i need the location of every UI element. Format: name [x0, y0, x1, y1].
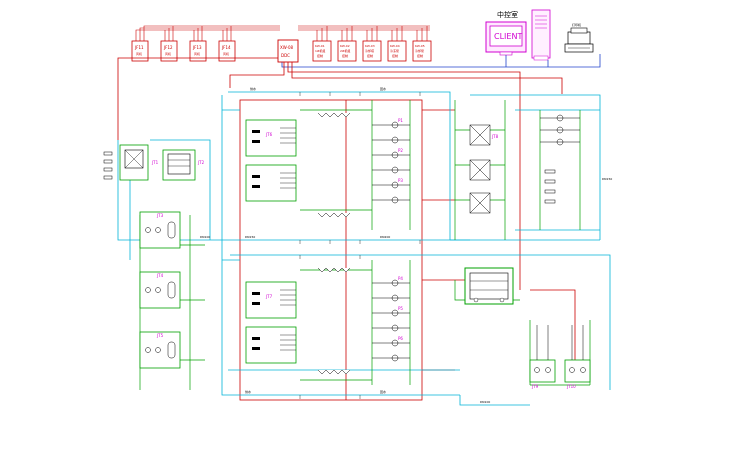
- svg-text:1#机组: 1#机组: [315, 48, 325, 53]
- top-right-panels: KW-01 1#机组 控制 KW-02 2#机组 控制 KW-03 冷却塔 控制…: [298, 25, 432, 62]
- svg-text:KW-01: KW-01: [315, 44, 325, 48]
- svg-text:P4: P4: [398, 276, 403, 281]
- svg-text:DN150: DN150: [602, 177, 612, 181]
- right-valve-stack[interactable]: [540, 114, 580, 204]
- panel-jf12[interactable]: JF12 风机: [160, 40, 178, 62]
- svg-text:JF14: JF14: [221, 45, 231, 50]
- svg-text:风机: 风机: [223, 51, 229, 56]
- cooling-tower-2-label: JT2: [197, 160, 205, 165]
- heat-exchanger-label: JT8: [491, 134, 499, 139]
- pump-rack-a[interactable]: JT9: [529, 325, 556, 389]
- printer[interactable]: 打印机: [564, 22, 594, 53]
- pump-column-lower[interactable]: [372, 279, 410, 362]
- ddc-label: DDC: [281, 53, 290, 58]
- top-left-panels: JF11 风机 JF12 风机 JF13 风机 JF14 风机: [131, 25, 280, 62]
- cooling-tower-2[interactable]: JT2: [162, 149, 205, 181]
- svg-text:DN100: DN100: [480, 400, 490, 404]
- svg-text:P2: P2: [398, 148, 403, 153]
- svg-text:DN100: DN100: [200, 235, 210, 239]
- panel-kw04[interactable]: KW-04 冷冻泵 控制: [387, 40, 407, 62]
- svg-text:冷冻泵: 冷冻泵: [390, 48, 399, 53]
- chiller-group-lower[interactable]: JT7: [245, 281, 297, 364]
- control-room-title: 中控室: [497, 10, 518, 19]
- svg-text:冷却塔: 冷却塔: [365, 48, 374, 53]
- pipe-labels: 供水 回水 DN150 DN200 供水 回水 DN100 DN100 DN15…: [200, 86, 612, 404]
- svg-text:风机: 风机: [165, 51, 171, 56]
- panel-kw03[interactable]: KW-03 冷却塔 控制: [362, 40, 382, 62]
- instrument-ticks: [299, 92, 421, 399]
- panel-jf11[interactable]: JF11 风机: [131, 40, 149, 62]
- client-label: CLIENT: [494, 32, 522, 41]
- svg-text:JF13: JF13: [192, 45, 202, 50]
- svg-text:控制: 控制: [392, 53, 398, 58]
- red-control-wiring: [117, 57, 576, 401]
- tank-3-label: JT5: [156, 333, 164, 338]
- svg-text:KW-05: KW-05: [415, 44, 425, 48]
- svg-text:冷却泵: 冷却泵: [415, 48, 424, 53]
- valve-row-markers: [317, 112, 351, 375]
- tank-1[interactable]: JT3: [139, 211, 181, 249]
- svg-text:2#机组: 2#机组: [340, 48, 350, 53]
- panel-jf14[interactable]: JF14 风机: [218, 40, 236, 62]
- svg-text:KW-02: KW-02: [340, 44, 350, 48]
- pump-rack-b[interactable]: JT10: [564, 325, 591, 389]
- tank-2-label: JT4: [156, 273, 164, 278]
- svg-text:KW-04: KW-04: [390, 44, 400, 48]
- panel-kw05[interactable]: KW-05 冷却泵 控制: [412, 40, 432, 62]
- ddc-panel[interactable]: XW-08 DDC: [277, 39, 299, 63]
- ddc-id: XW-08: [280, 45, 294, 50]
- svg-text:供水: 供水: [250, 86, 256, 91]
- svg-text:回水: 回水: [380, 86, 386, 91]
- pump-group-a-label: JT9: [531, 384, 539, 389]
- main-chiller-unit[interactable]: [464, 267, 514, 305]
- cooling-tower-1-label: JT1: [151, 160, 159, 165]
- pump-column-upper[interactable]: [372, 121, 410, 204]
- svg-text:控制: 控制: [342, 53, 348, 58]
- svg-text:DN150: DN150: [245, 235, 255, 239]
- svg-text:回水: 回水: [380, 389, 386, 394]
- chiller-group-upper[interactable]: JT6: [245, 119, 297, 202]
- server-tower[interactable]: [531, 9, 551, 61]
- svg-text:JF11: JF11: [134, 45, 144, 50]
- cyan-pipework: [117, 91, 611, 406]
- chiller-1-label: JT6: [265, 132, 273, 137]
- tank-2[interactable]: JT4: [139, 271, 181, 309]
- svg-text:P3: P3: [398, 178, 403, 183]
- svg-text:控制: 控制: [317, 53, 323, 58]
- heat-exchanger-group[interactable]: JT8: [469, 124, 499, 214]
- chiller-2-label: JT7: [265, 294, 273, 299]
- svg-text:控制: 控制: [417, 53, 423, 58]
- pump-group-b-label: JT10: [566, 384, 576, 389]
- svg-text:P5: P5: [398, 306, 403, 311]
- svg-text:风机: 风机: [136, 51, 142, 56]
- cooling-tower-1[interactable]: JT1: [119, 144, 159, 181]
- svg-text:控制: 控制: [367, 53, 373, 58]
- client-monitor[interactable]: CLIENT: [485, 21, 527, 56]
- left-valve-stack: [103, 151, 113, 180]
- control-room: 中控室 CLIENT 打印机: [281, 9, 601, 68]
- svg-text:DN200: DN200: [380, 235, 390, 239]
- green-pipework: [139, 100, 591, 390]
- panel-kw02[interactable]: KW-02 2#机组 控制: [337, 40, 357, 62]
- svg-text:KW-03: KW-03: [365, 44, 375, 48]
- panel-kw01[interactable]: KW-01 1#机组 控制: [312, 40, 332, 62]
- svg-text:JF12: JF12: [163, 45, 173, 50]
- printer-label: 打印机: [572, 22, 581, 27]
- svg-text:P1: P1: [398, 118, 403, 123]
- svg-text:风机: 风机: [194, 51, 200, 56]
- svg-text:P6: P6: [398, 336, 403, 341]
- tank-1-label: JT3: [156, 213, 164, 218]
- tank-3[interactable]: JT5: [139, 331, 181, 369]
- svg-text:供水: 供水: [245, 389, 251, 394]
